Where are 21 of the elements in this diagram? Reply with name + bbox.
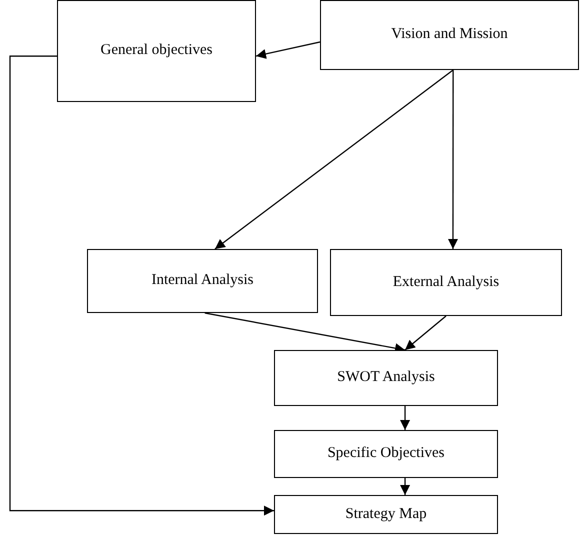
process-box — [320, 0, 579, 70]
arrow — [404, 316, 446, 350]
arrow — [256, 41, 320, 59]
box-label: External Analysis — [392, 272, 500, 292]
arrow — [9, 56, 274, 516]
process-box — [274, 495, 498, 534]
process-box — [330, 249, 562, 316]
arrow — [214, 70, 454, 250]
process-box — [274, 350, 498, 406]
box-label: Specific Objectives — [326, 444, 446, 464]
process-box — [274, 430, 498, 478]
box-label: Internal Analysis — [150, 271, 255, 290]
arrow — [400, 406, 410, 430]
arrow — [400, 478, 410, 495]
process-box — [57, 0, 256, 102]
box-label: General objectives — [99, 41, 214, 60]
process-box — [87, 249, 318, 313]
box-label: SWOT Analysis — [336, 368, 436, 388]
box-label: Vision and Mission — [390, 25, 509, 44]
arrow — [448, 70, 458, 249]
box-label: Strategy Map — [344, 504, 428, 524]
